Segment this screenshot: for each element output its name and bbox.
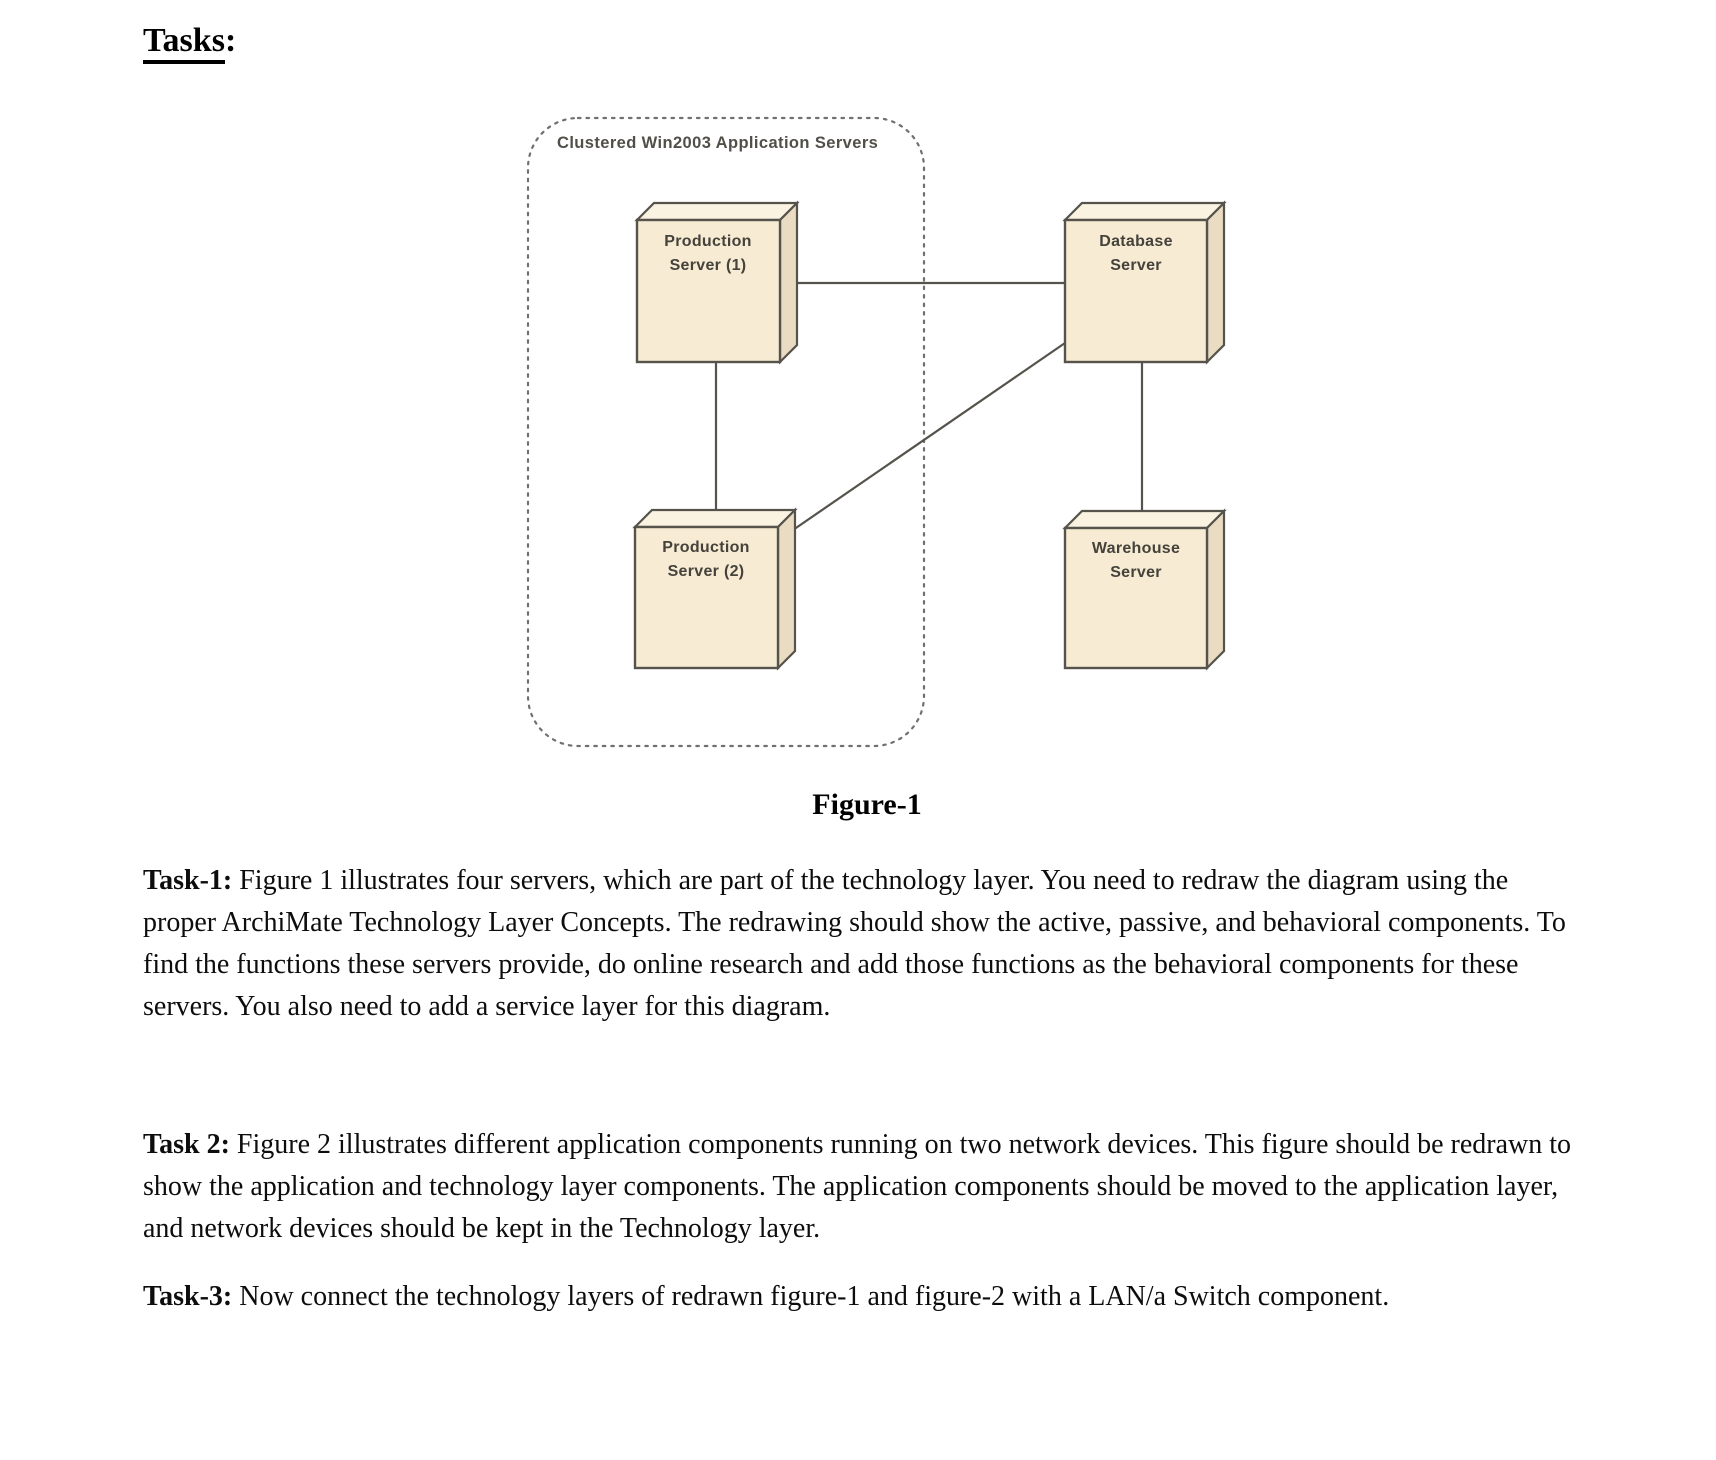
- task-2-label: Task 2:: [143, 1129, 230, 1160]
- task-3-text: Now connect the technology layers of red…: [239, 1281, 1390, 1312]
- node-label-line2: Server (1): [670, 257, 747, 274]
- task-2-paragraph: Task 2: Figure 2 illustrates different a…: [143, 1124, 1587, 1250]
- task-3-label: Task-3:: [143, 1281, 233, 1312]
- node-label-line1: Production: [662, 539, 749, 556]
- node-label-line2: Server (2): [668, 563, 745, 580]
- task-1-label: Task-1:: [143, 865, 233, 896]
- node-label-line1: Production: [664, 233, 751, 250]
- page-title-text: Tasks: [143, 22, 225, 64]
- node-warehouse-server: Warehouse Server: [1062, 508, 1227, 671]
- node-front-face: [633, 525, 780, 670]
- node-front-face: [1063, 218, 1209, 364]
- node-label-line2: Server: [1110, 564, 1162, 581]
- node-top-face: [632, 508, 798, 529]
- node-front-face: [635, 218, 782, 364]
- node-side-face: [1205, 508, 1226, 671]
- cluster-boundary: [526, 116, 926, 748]
- page-title: Tasks:: [143, 22, 237, 64]
- task-3-paragraph: Task-3: Now connect the technology layer…: [143, 1276, 1587, 1318]
- task-1-text: Figure 1 illustrates four servers, which…: [143, 865, 1566, 1022]
- node-label-line1: Warehouse: [1092, 540, 1180, 557]
- cluster-label: Clustered Win2003 Application Servers: [557, 134, 878, 152]
- node-top-face: [634, 201, 800, 222]
- figure-1-diagram: Clustered Win2003 Application Servers Pr…: [526, 116, 1227, 748]
- task-1-paragraph: Task-1: Figure 1 illustrates four server…: [143, 860, 1587, 1028]
- node-side-face: [1205, 200, 1226, 365]
- node-side-face: [778, 200, 799, 365]
- page-title-colon: :: [224, 22, 237, 59]
- node-top-face: [1062, 201, 1227, 222]
- connection-ps2-db: [792, 342, 1066, 531]
- task-2-text: Figure 2 illustrates different applicati…: [143, 1129, 1572, 1244]
- node-label-line2: Server: [1110, 257, 1162, 274]
- node-top-face: [1062, 509, 1227, 530]
- node-front-face: [1063, 526, 1209, 670]
- node-production-server-2: Production Server (2): [632, 507, 798, 671]
- node-side-face: [776, 507, 797, 671]
- figure-caption: Figure-1: [812, 788, 922, 821]
- node-label-line1: Database: [1099, 233, 1173, 250]
- node-production-server-1: Production Server (1): [634, 200, 800, 365]
- node-database-server: Database Server: [1062, 200, 1227, 365]
